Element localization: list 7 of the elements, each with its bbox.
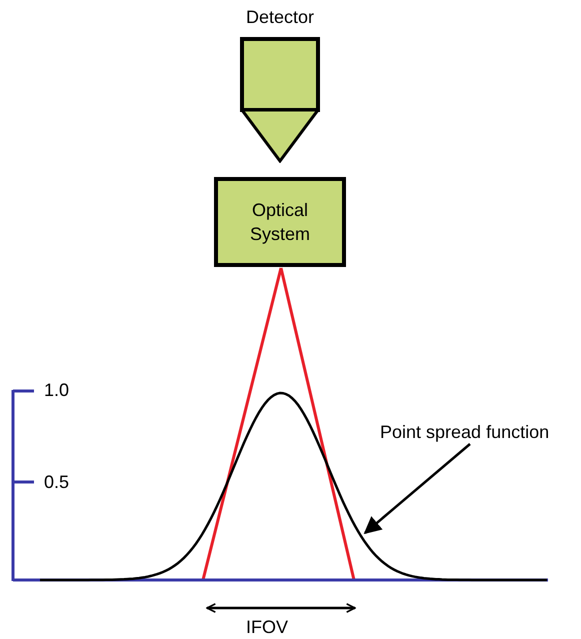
node-label: Detector bbox=[246, 6, 314, 28]
optical-system-box: Optical System bbox=[214, 177, 346, 267]
leader-arrow bbox=[364, 443, 471, 534]
annotation-text: Point spread function bbox=[380, 420, 550, 444]
tick-label: 1.0 bbox=[44, 379, 70, 402]
tick-label: 0.5 bbox=[44, 471, 70, 494]
dimension-label: IFOV bbox=[246, 616, 288, 638]
